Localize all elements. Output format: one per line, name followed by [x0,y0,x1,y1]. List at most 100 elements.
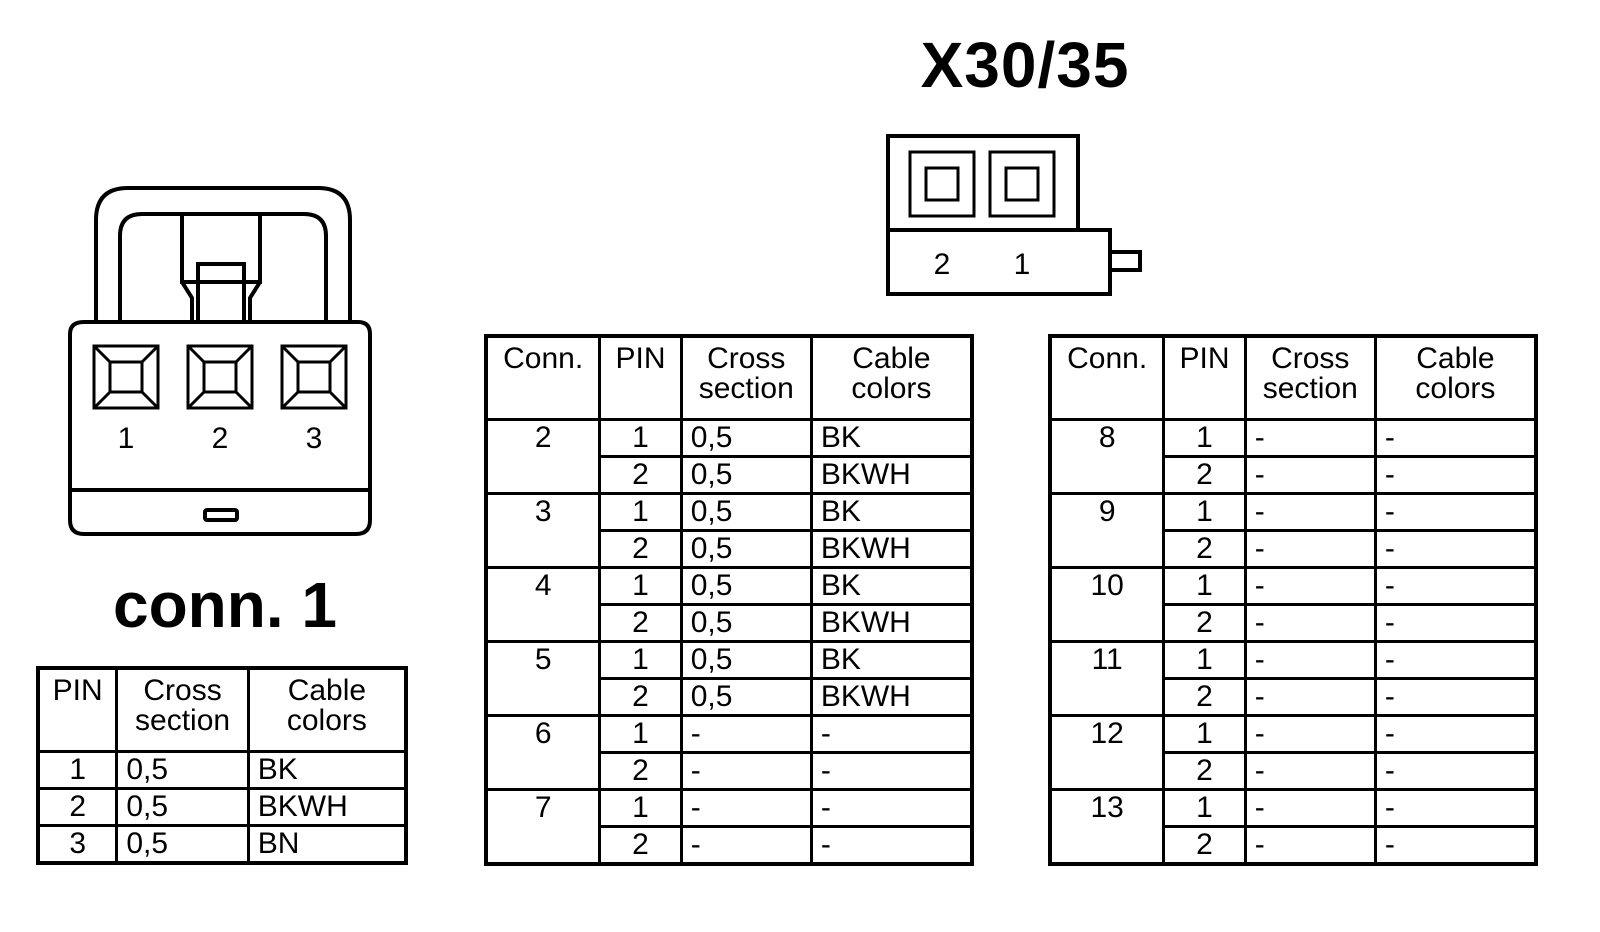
cross-section-cell: - [679,788,813,828]
header-pin: PIN [1162,334,1247,421]
cable-color-cell: - [1373,677,1538,717]
cross-section-cell: - [1243,677,1377,717]
conn1-pin-label: 2 [212,422,229,455]
pin-cell: 1 [598,418,683,458]
table-row: 2-- [1050,603,1538,643]
cable-color-cell: - [1373,418,1538,458]
cable-color-cell: - [1373,788,1538,828]
header-conn: Conn. [484,334,602,421]
conn1-connector-drawing: 1 2 3 [68,186,372,536]
cable-color-cell: BK [809,566,974,606]
conn-cell: 2 [484,418,602,495]
cross-section-cell: 0,5 [679,529,813,569]
cable-color-cell: BKWH [246,787,408,827]
header-conn: Conn. [1048,334,1166,421]
pin-cell: 2 [598,603,683,643]
conn-cell: 13 [1048,788,1166,866]
conn-cell: 6 [484,714,602,791]
conn-cell: 3 [484,492,602,569]
cross-section-cell: - [1243,714,1377,754]
cable-color-cell: - [809,825,974,866]
conn1-pin-label: 1 [118,422,135,455]
cable-color-cell: - [1373,714,1538,754]
pin-cell: 2 [1162,455,1247,495]
pin-cell: 2 [1162,677,1247,717]
table-row: 2-- [1050,677,1538,717]
pin-cell: 2 [1162,529,1247,569]
conn1-pin-sockets [92,344,348,410]
conn-cell: 5 [484,640,602,717]
x30-35-pin-sockets [908,150,1056,218]
cross-section-cell: - [679,714,813,754]
cable-color-cell: BKWH [809,529,974,569]
cross-section-cell: - [1243,751,1377,791]
pin-cell: 2 [1162,825,1247,866]
pin-cell: 2 [1162,603,1247,643]
pin-cell: 1 [598,492,683,532]
cross-section-cell: - [1243,825,1377,866]
cross-section-cell: 0,5 [679,566,813,606]
cable-color-cell: BN [246,824,408,865]
cross-section-cell: - [1243,566,1377,606]
pin-cell: 2 [1162,751,1247,791]
table-row: 2-- [1050,455,1538,495]
cross-section-cell: 0,5 [679,492,813,532]
header-pin: PIN [598,334,683,421]
cross-section-cell: - [1243,788,1377,828]
cross-section-cell: - [1243,529,1377,569]
cross-section-cell: - [1243,418,1377,458]
conn-cell: 12 [1048,714,1166,791]
cross-section-cell: 0,5 [679,455,813,495]
pin-cell: 2 [598,677,683,717]
cable-color-cell: - [1373,825,1538,866]
table-row: 2-- [486,751,974,791]
cable-color-cell: BK [246,750,408,790]
cable-color-cell: - [809,714,974,754]
cable-color-cell: - [1373,566,1538,606]
cross-section-cell: - [679,825,813,866]
pin-cell: 1 [1162,788,1247,828]
cross-section-cell: 0,5 [115,824,250,865]
cross-section-cell: 0,5 [679,677,813,717]
cross-section-cell: - [1243,603,1377,643]
header-pin: PIN [36,666,119,753]
cable-color-cell: - [1373,455,1538,495]
cable-color-cell: - [1373,529,1538,569]
cross-section-cell: 0,5 [679,418,813,458]
table-row: 1 0,5 BK [36,750,408,790]
conn1-title: conn. 1 [112,569,338,641]
cross-section-cell: - [1243,455,1377,495]
pin-cell: 1 [1162,640,1247,680]
pin-cell: 1 [1162,492,1247,532]
pin-cell: 2 [598,455,683,495]
conn-cell: 8 [1048,418,1166,495]
cable-color-cell: BKWH [809,603,974,643]
table-row: 2-- [486,825,974,866]
cable-color-cell: BK [809,640,974,680]
cross-section-cell: - [1243,492,1377,532]
pin-cell: 2 [598,751,683,791]
cross-section-cell: 0,5 [115,787,250,827]
cable-color-cell: - [1373,640,1538,680]
cross-section-cell: 0,5 [115,750,250,790]
conn-cell: 4 [484,566,602,643]
x30-35-title: X30/35 [920,29,1130,101]
conn-cell: 9 [1048,492,1166,569]
cross-section-cell: 0,5 [679,640,813,680]
pin-cell: 1 [598,640,683,680]
